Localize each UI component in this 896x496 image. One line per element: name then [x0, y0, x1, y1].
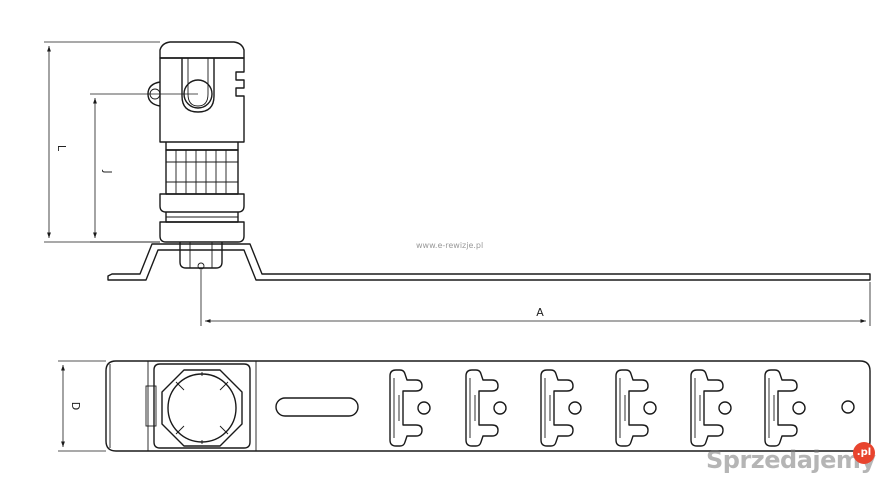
clip-hole: [493, 401, 507, 415]
dimension-d: D: [58, 360, 106, 452]
clip-inner-outline: [544, 378, 551, 438]
adjustment-slot: [275, 397, 359, 417]
dimension-j: J: [90, 93, 198, 243]
clip-inner-outline: [393, 378, 400, 438]
clip-hole: [643, 401, 657, 415]
insulator-cap: [159, 41, 245, 59]
clip-inner-outline: [768, 378, 775, 438]
clip-cutout: [465, 369, 499, 447]
dimension-a-label: A: [536, 306, 544, 319]
dimension-a: A: [200, 270, 871, 326]
logo-text: Sprzedajemy: [706, 446, 876, 474]
clip-hole: [718, 401, 732, 415]
insulator-head: [159, 57, 245, 143]
dimension-l-label: L: [55, 145, 68, 152]
clip-cutout: [615, 369, 649, 447]
insulator-octagon: [161, 369, 243, 447]
clip-cutout: [690, 369, 724, 447]
clip-cutout: [764, 369, 798, 447]
watermark-text: www.e-rewizje.pl: [416, 241, 483, 250]
clip-hole: [792, 401, 806, 415]
mounting-nut: [179, 242, 223, 269]
clip-hole: [568, 401, 582, 415]
clip-inner-outline: [469, 378, 476, 438]
side-view: [107, 41, 871, 281]
clip-inner-outline: [694, 378, 701, 438]
insulator-stem: [165, 149, 239, 195]
top-view: [105, 360, 871, 452]
dimension-l: L: [44, 41, 160, 243]
strap-top-outline: [105, 360, 871, 452]
dimension-d-label: D: [69, 402, 82, 410]
insulator-square-base: [153, 363, 251, 449]
clip-hole: [417, 401, 431, 415]
clip-cutouts: [389, 369, 806, 447]
clip-cutout: [389, 369, 423, 447]
clip-inner-outline: [619, 378, 626, 438]
logo-badge: .pl: [853, 442, 875, 464]
wire-slot: [181, 58, 215, 113]
insulator-collar: [159, 193, 245, 213]
end-hole: [841, 400, 855, 414]
dimension-j-label: J: [101, 169, 114, 173]
bracket-strap: [107, 243, 871, 281]
clip-cutout: [540, 369, 574, 447]
clamp-plate: [159, 221, 245, 243]
